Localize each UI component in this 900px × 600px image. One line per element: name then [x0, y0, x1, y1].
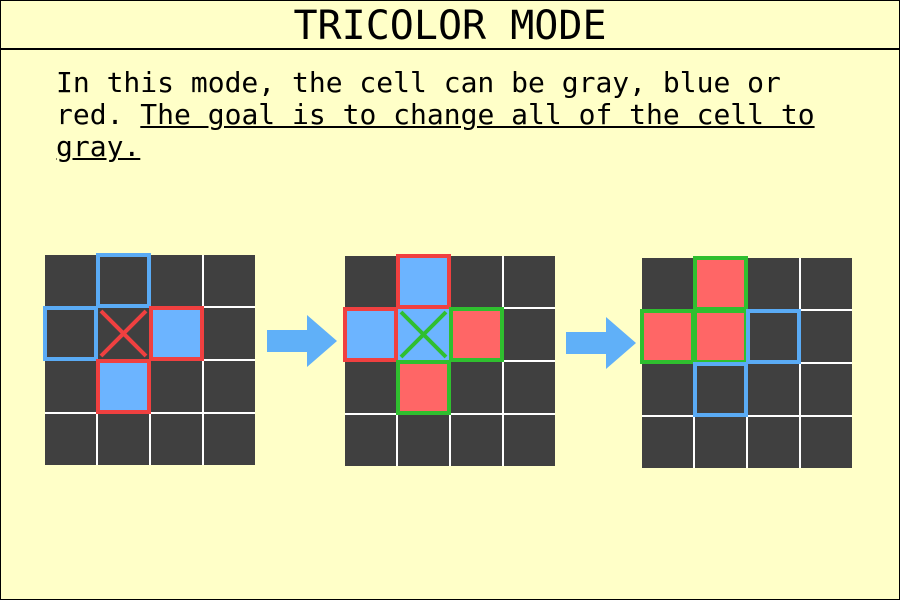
- grid-cell-blue[interactable]: [398, 256, 449, 307]
- grid-cell-red[interactable]: [451, 309, 502, 360]
- cell-highlight: [96, 253, 151, 308]
- cell-highlight: [693, 309, 748, 364]
- grid-cell-red[interactable]: [695, 258, 746, 309]
- cell-highlight: [343, 307, 398, 362]
- grid-cell-red[interactable]: [642, 311, 693, 362]
- grid-cell-gray[interactable]: [801, 417, 852, 468]
- goal-text: The goal is to change all of the cell to…: [56, 98, 815, 163]
- grid-cell-gray[interactable]: [151, 255, 202, 306]
- grid-cell-gray[interactable]: [204, 308, 255, 359]
- cell-highlight: [693, 256, 748, 311]
- grid-cell-gray[interactable]: [345, 256, 396, 307]
- grid-cell-gray[interactable]: [45, 255, 96, 306]
- grid-cell-gray[interactable]: [345, 362, 396, 413]
- cell-highlight: [43, 306, 98, 361]
- page-title: TRICOLOR MODE: [1, 1, 899, 50]
- grid-cell-gray[interactable]: [451, 415, 502, 466]
- grid-cell-gray[interactable]: [204, 361, 255, 412]
- grid-cell-gray[interactable]: [398, 415, 449, 466]
- grid-cell-gray[interactable]: [98, 414, 149, 465]
- grid-cell-gray[interactable]: [98, 255, 149, 306]
- cell-highlight: [96, 359, 151, 414]
- grid-cell-gray[interactable]: [801, 364, 852, 415]
- board-step-3: [640, 256, 852, 468]
- grid-cell-gray[interactable]: [151, 414, 202, 465]
- grid-cell-gray[interactable]: [504, 362, 555, 413]
- grid-cell-gray[interactable]: [801, 258, 852, 309]
- grid-cell-gray[interactable]: [695, 417, 746, 468]
- grid-cell-blue[interactable]: [151, 308, 202, 359]
- grid-cell-gray[interactable]: [504, 309, 555, 360]
- grid-cell-gray[interactable]: [642, 417, 693, 468]
- mode-description: In this mode, the cell can be gray, blue…: [56, 67, 856, 163]
- tap-marker-icon: [399, 310, 448, 359]
- grid-cell-gray[interactable]: [642, 258, 693, 309]
- grid-cell-gray[interactable]: [451, 362, 502, 413]
- grid-cell-gray[interactable]: [748, 311, 799, 362]
- grid-cell-blue[interactable]: [98, 361, 149, 412]
- grid-cell-gray[interactable]: [204, 414, 255, 465]
- cell-highlight: [693, 362, 748, 417]
- grid-cell-gray[interactable]: [45, 308, 96, 359]
- cell-highlight: [149, 306, 204, 361]
- tap-marker-icon: [99, 309, 148, 358]
- grid-cell-gray[interactable]: [204, 255, 255, 306]
- grid-cell-gray[interactable]: [451, 256, 502, 307]
- grid-cell-gray[interactable]: [504, 415, 555, 466]
- cell-highlight: [449, 307, 504, 362]
- grid-cell-gray[interactable]: [748, 258, 799, 309]
- cell-highlight: [396, 360, 451, 415]
- arrow-right-icon: [566, 317, 636, 369]
- grid-cell-red[interactable]: [398, 362, 449, 413]
- grid-cell-gray[interactable]: [642, 364, 693, 415]
- grid-cell-blue[interactable]: [345, 309, 396, 360]
- grid-cell-gray[interactable]: [45, 361, 96, 412]
- arrow-right-icon: [267, 315, 337, 367]
- description-text: In this mode, the cell can be gray, blue…: [56, 66, 781, 131]
- cell-highlight: [396, 254, 451, 309]
- cell-highlight: [640, 309, 695, 364]
- grid-cell-gray[interactable]: [345, 415, 396, 466]
- board-step-2: [343, 254, 555, 466]
- board-step-1: [43, 253, 255, 465]
- grid-cell-red[interactable]: [695, 311, 746, 362]
- grid-cell-gray[interactable]: [748, 364, 799, 415]
- cell-highlight: [746, 309, 801, 364]
- grid-cell-gray[interactable]: [45, 414, 96, 465]
- grid-cell-gray[interactable]: [748, 417, 799, 468]
- grid-cell-gray[interactable]: [504, 256, 555, 307]
- grid-cell-gray[interactable]: [695, 364, 746, 415]
- grid-cell-gray[interactable]: [801, 311, 852, 362]
- grid-cell-gray[interactable]: [151, 361, 202, 412]
